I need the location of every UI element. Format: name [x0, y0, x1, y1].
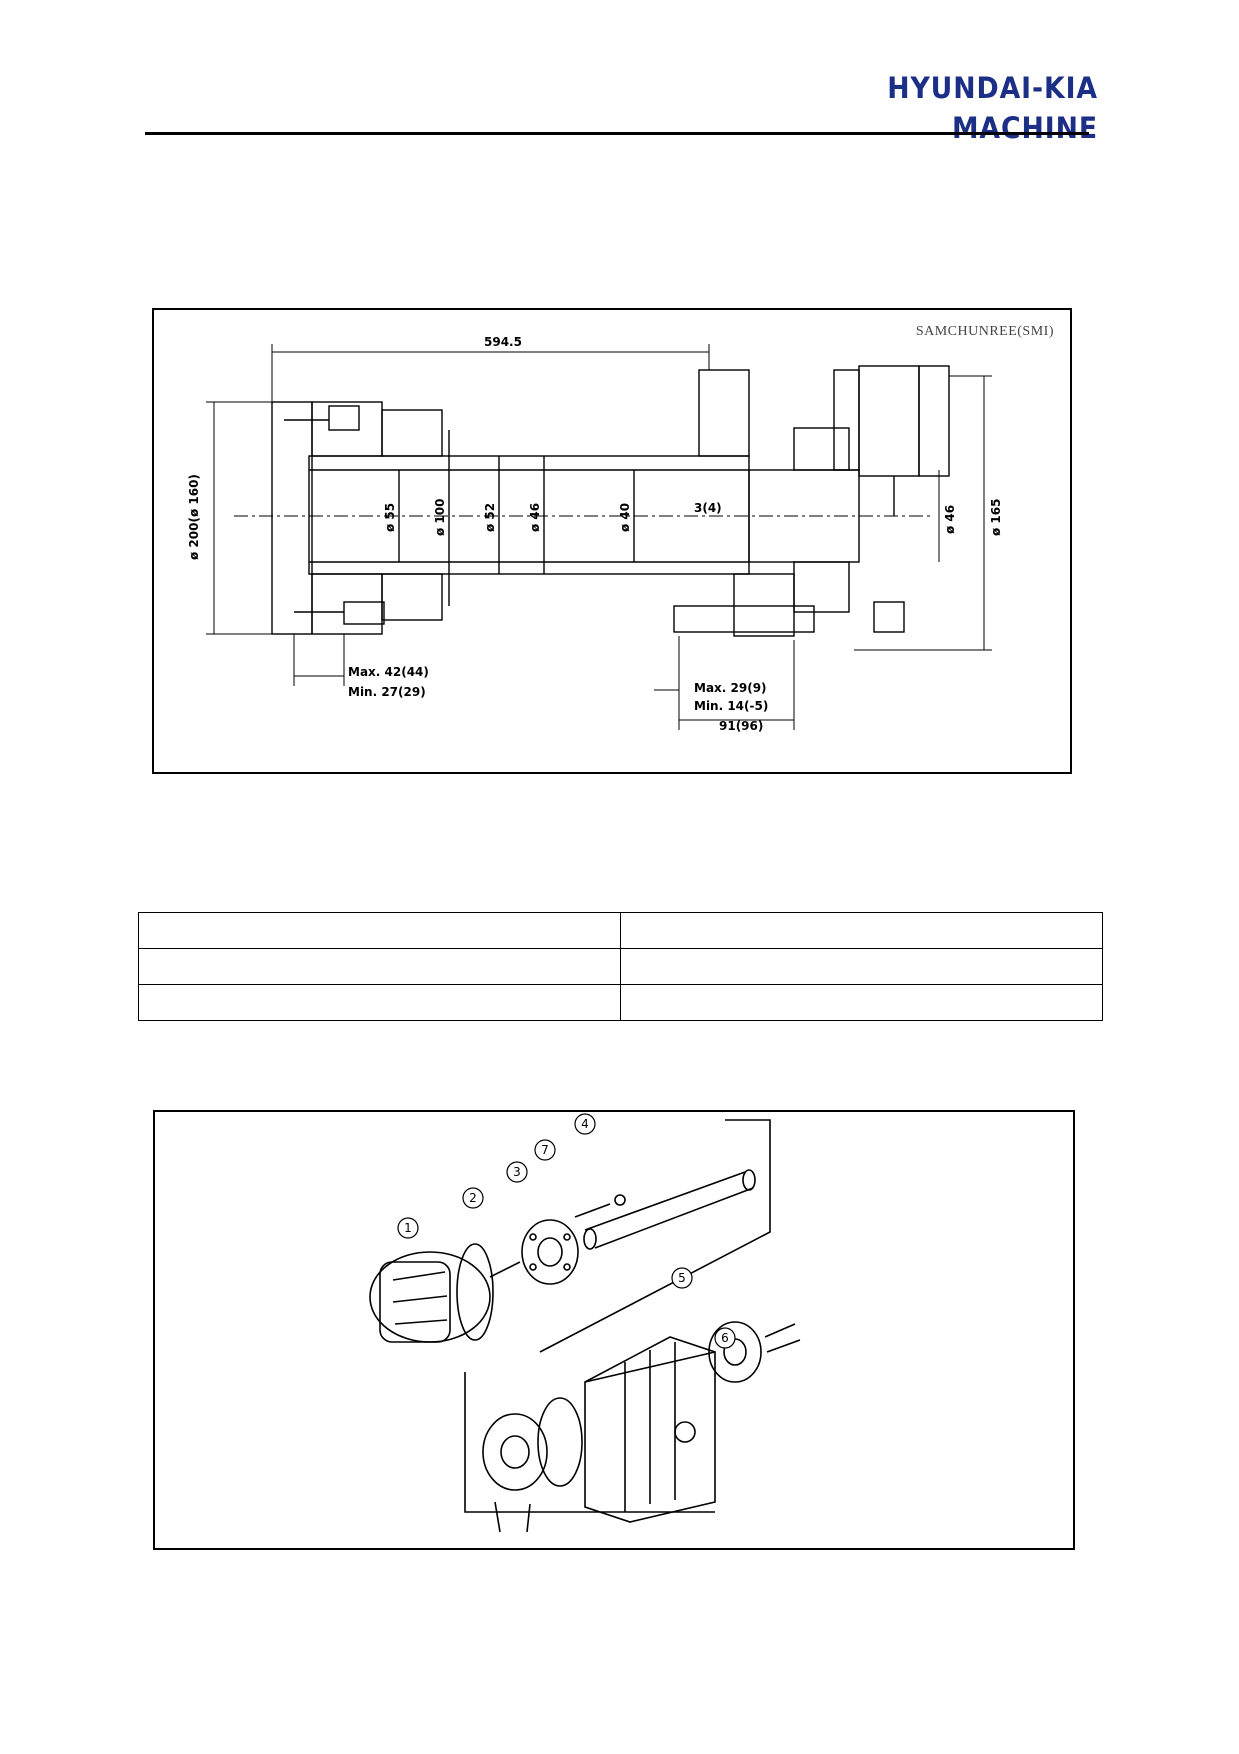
callout-label: 5 [678, 1271, 686, 1285]
callout-label: 1 [404, 1221, 412, 1235]
dim-bore-4: ø 46 [528, 503, 542, 532]
header-divider [145, 132, 1089, 135]
callout-6 [714, 1327, 736, 1349]
callout-label: 3 [513, 1165, 521, 1179]
table-cell [138, 912, 621, 949]
table-row [138, 912, 1103, 949]
callout-label: 6 [721, 1331, 729, 1345]
callout-label: 2 [469, 1191, 477, 1205]
callout-5 [671, 1267, 693, 1289]
callout-label: 7 [541, 1143, 549, 1157]
callout-label: 4 [581, 1117, 589, 1131]
table-cell [620, 948, 1103, 985]
cylinder-dimension-drawing: SAMCHUNREE(SMI) [152, 308, 1072, 774]
brand-logo: HYUNDAI-KIA MACHINE [887, 71, 1098, 145]
dim-right-1: ø 46 [943, 505, 957, 534]
callout-4 [574, 1113, 596, 1135]
dim-bore-1: ø 55 [383, 503, 397, 532]
table-cell [620, 912, 1103, 949]
callout-1 [397, 1217, 419, 1239]
maker-label: SAMCHUNREE(SMI) [915, 324, 1054, 339]
table-row [138, 984, 1103, 1021]
table-cell [138, 948, 621, 985]
dim-stroke-right-length: 91(96) [719, 719, 763, 733]
dim-left-diameter: ø 200(ø 160) [187, 474, 201, 560]
table-cell [620, 984, 1103, 1021]
dim-length: 594.5 [484, 335, 522, 349]
dim-bore-2: ø 100 [433, 499, 447, 536]
dim-stroke-right-min: Min. 14(-5) [694, 699, 768, 713]
exploded-assembly-drawing: 1 2 3 4 5 6 7 [153, 1110, 1075, 1550]
dim-stroke-right-max: Max. 29(9) [694, 681, 767, 695]
table-row [138, 948, 1103, 985]
dim-bore-3: ø 52 [483, 503, 497, 532]
callout-7 [534, 1139, 556, 1161]
table-cell [138, 984, 621, 1021]
dim-thread: 3(4) [694, 501, 722, 515]
spec-table [138, 912, 1103, 1021]
dim-stroke-left-max: Max. 42(44) [348, 665, 429, 679]
dim-right-2: ø 165 [989, 499, 1003, 536]
dimension-drawing-svg: 594.5 ø 200(ø 160) ø 55 ø 100 ø 52 ø 46 … [187, 335, 1003, 733]
dim-stroke-left-min: Min. 27(29) [348, 685, 426, 699]
callout-3 [506, 1161, 528, 1183]
callout-2 [462, 1187, 484, 1209]
dim-bore-5: ø 40 [618, 503, 632, 532]
assembly-drawing-svg: 1 2 3 4 5 6 7 [369, 1113, 801, 1533]
